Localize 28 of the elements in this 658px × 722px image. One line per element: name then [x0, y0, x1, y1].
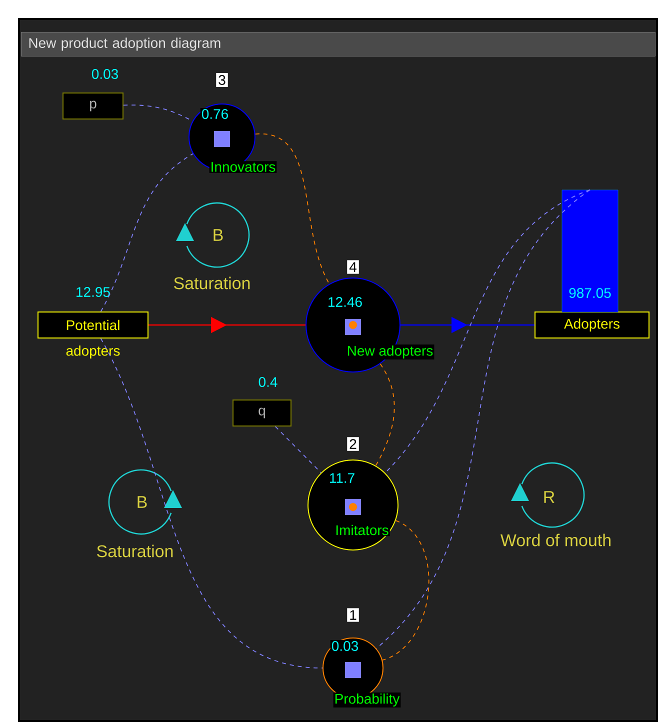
link-line [100, 338, 323, 668]
variable-box: q 0.4 [232, 377, 292, 426]
link-line [384, 189, 590, 474]
title-bar: New product adoption diagram [21, 32, 656, 56]
link-line [274, 426, 322, 474]
loop-letter: B [138, 496, 147, 508]
node-label: 2 [350, 439, 356, 449]
variable-box: p 0.03 [62, 69, 124, 120]
loop-letter: R [544, 491, 554, 503]
stock-box: Adopters [534, 312, 650, 338]
loop-label: Saturation [97, 544, 173, 558]
link-line [382, 520, 430, 661]
node-label: 3 [218, 75, 226, 85]
node-label: 0.03 [92, 69, 118, 79]
node-label: adopters [66, 345, 120, 359]
link-line [376, 189, 590, 649]
node-label: 4 [349, 262, 356, 272]
loop-label: Word of mouth [500, 534, 610, 546]
loop-label: Saturation [174, 276, 250, 290]
node-label: 1 [350, 610, 356, 620]
level-bar: 987.05 [562, 190, 618, 312]
link-line [375, 363, 395, 466]
node-label: 12.95 [76, 287, 110, 297]
link-line [100, 153, 194, 312]
stock-box: Potential adopters 12.95 [38, 287, 148, 359]
loop-letter: B [214, 229, 223, 241]
link-line [254, 134, 330, 284]
node-label: 0.4 [258, 377, 278, 387]
